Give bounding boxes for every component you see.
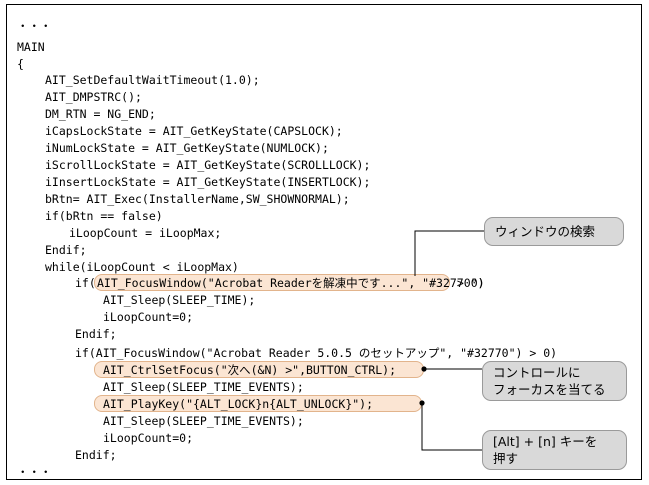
code-line: AIT_SetDefaultWaitTimeout(1.0); bbox=[45, 73, 260, 87]
code-line-ellipsis-bottom: ・・・ bbox=[17, 465, 52, 479]
code-line-ellipsis-top: ・・・ bbox=[17, 19, 52, 33]
callout-key-press-line2: 押す bbox=[493, 451, 519, 466]
code-line: iCapsLockState = AIT_GetKeyState(CAPSLOC… bbox=[45, 124, 343, 138]
connector-play-key bbox=[421, 403, 482, 451]
code-line: AIT_Sleep(SLEEP_TIME); bbox=[103, 293, 256, 307]
code-line: AIT_DMPSTRC(); bbox=[45, 90, 142, 104]
callout-control-focus: コントロールに フォーカスを当てる bbox=[482, 361, 627, 401]
callout-connectors bbox=[414, 230, 484, 451]
code-line: iInsertLockState = AIT_GetKeyState(INSER… bbox=[45, 175, 371, 189]
code-line: iNumLockState = AIT_GetKeyState(NUMLOCK)… bbox=[45, 141, 329, 155]
code-figure-frame: ・・・ MAIN { AIT_SetDefaultWaitTimeout(1.0… bbox=[6, 4, 642, 480]
code-line-ctrl-set-focus: AIT_CtrlSetFocus("次へ(&N) >",BUTTON_CTRL)… bbox=[103, 363, 397, 377]
code-line-open-brace: { bbox=[17, 57, 24, 71]
code-line: Endif; bbox=[75, 327, 117, 341]
highlight-focus-window bbox=[94, 274, 450, 291]
code-line: while(iLoopCount < iLoopMax) bbox=[45, 260, 239, 274]
code-line-focus-window: AIT_FocusWindow("Acrobat Readerを解凍中です...… bbox=[97, 276, 485, 290]
code-line-play-key: AIT_PlayKey("{ALT_LOCK}n{ALT_UNLOCK}"); bbox=[103, 397, 374, 411]
code-line: iScrollLockState = AIT_GetKeyState(SCROL… bbox=[45, 158, 371, 172]
code-line: AIT_Sleep(SLEEP_TIME_EVENTS); bbox=[103, 414, 304, 428]
callout-control-focus-line1: コントロールに bbox=[493, 365, 581, 380]
code-line: if(bRtn == false) bbox=[45, 209, 163, 223]
code-line: AIT_Sleep(SLEEP_TIME_EVENTS); bbox=[103, 380, 304, 394]
code-line: iLoopCount = iLoopMax; bbox=[69, 226, 222, 240]
callout-key-press-line1: [Alt] + [n] キーを bbox=[493, 434, 598, 449]
code-line-if-prefix: if( bbox=[75, 276, 96, 290]
code-listing: ・・・ MAIN { AIT_SetDefaultWaitTimeout(1.0… bbox=[7, 5, 641, 479]
code-line: if(AIT_FocusWindow("Acrobat Reader 5.0.5… bbox=[75, 346, 558, 360]
callout-key-press: [Alt] + [n] キーを 押す bbox=[482, 430, 627, 470]
code-line: iLoopCount=0; bbox=[103, 431, 194, 445]
code-line-main: MAIN bbox=[17, 40, 45, 54]
callout-window-search-text: ウィンドウの検索 bbox=[495, 224, 596, 239]
code-line: DM_RTN = NG_END; bbox=[45, 107, 156, 121]
callout-window-search: ウィンドウの検索 bbox=[484, 217, 624, 246]
code-line: bRtn= AIT_Exec(InstallerName,SW_SHOWNORM… bbox=[45, 192, 350, 206]
code-line: Endif; bbox=[45, 243, 87, 257]
code-line-if-suffix: > 0) bbox=[450, 276, 485, 290]
callout-control-focus-line2: フォーカスを当てる bbox=[493, 382, 606, 397]
code-line: iLoopCount=0; bbox=[103, 310, 194, 324]
connector-window-search bbox=[414, 230, 484, 276]
code-line: Endif; bbox=[75, 448, 117, 462]
